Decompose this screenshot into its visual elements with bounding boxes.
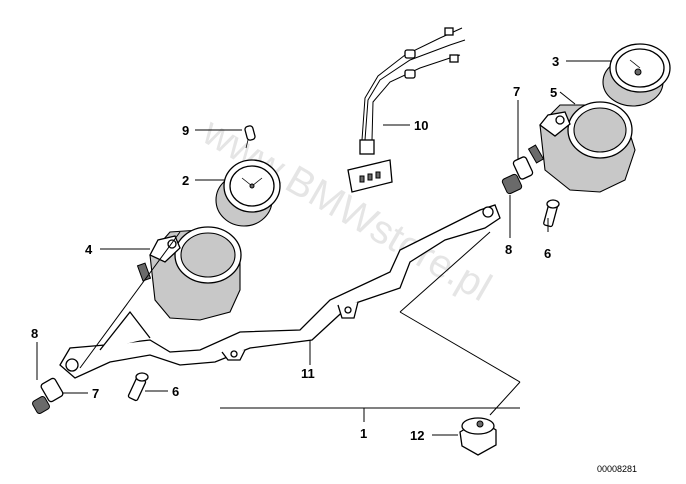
sleeve-left: [40, 377, 64, 403]
label-part-10: 10: [414, 118, 428, 133]
nut-left: [32, 396, 50, 414]
label-part-3: 3: [552, 54, 559, 69]
label-part-1: 1: [360, 426, 367, 441]
mounting-bracket: [59, 204, 501, 379]
right-instrument-housing: [527, 101, 636, 193]
label-part-8-right: 8: [505, 242, 512, 257]
rubber-mount: [459, 417, 497, 456]
label-part-4: 4: [85, 242, 93, 257]
tachometer-gauge: [602, 43, 671, 107]
screw-left: [127, 372, 149, 402]
label-part-7-right: 7: [513, 84, 520, 99]
label-part-8-left: 8: [31, 326, 38, 341]
label-part-5: 5: [550, 85, 557, 100]
callout-lines: [36, 60, 612, 436]
left-instrument-housing: [136, 226, 242, 321]
label-part-12: 12: [410, 428, 424, 443]
label-part-11: 11: [301, 366, 315, 381]
nut-right: [501, 173, 523, 195]
label-part-7-left: 7: [92, 386, 99, 401]
label-part-6-right: 6: [544, 246, 551, 261]
label-part-9: 9: [182, 123, 189, 138]
wiring-harness: [347, 27, 466, 193]
sleeve-right: [512, 156, 534, 180]
label-part-2: 2: [182, 173, 189, 188]
bulb: [244, 125, 256, 149]
clock-gauge: [215, 159, 281, 227]
label-part-6-left: 6: [172, 384, 179, 399]
diagram-reference-number: 00008281: [597, 464, 637, 474]
screw-right: [543, 199, 560, 228]
